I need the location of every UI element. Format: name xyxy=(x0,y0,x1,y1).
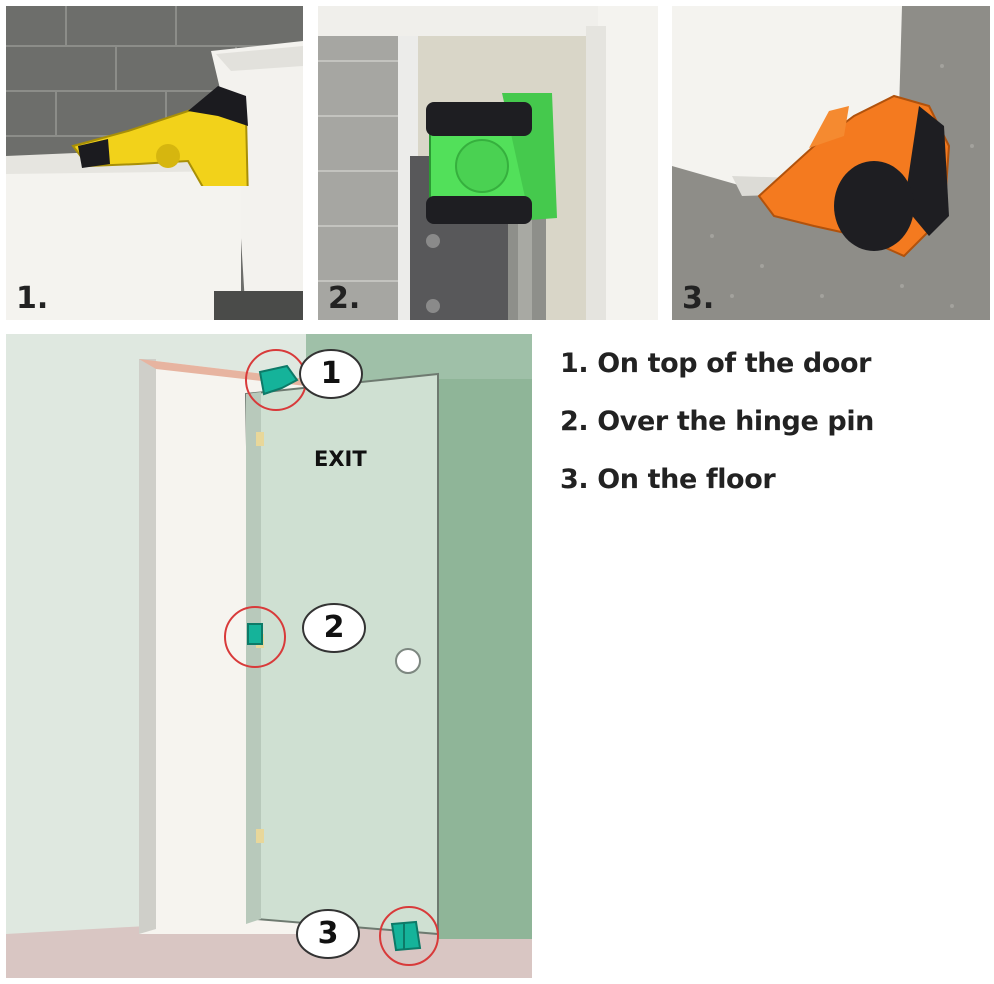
callout-bubble-2 xyxy=(302,603,366,653)
instruction-list: 1. On top of the door 2. Over the hinge … xyxy=(560,344,874,518)
highlight-ring xyxy=(379,906,439,966)
callout-number: 1 xyxy=(320,356,342,391)
photo-label: 1. xyxy=(16,281,49,316)
callout-bubble-3 xyxy=(296,909,360,959)
stopper-top-icon xyxy=(245,349,307,411)
callout-number: 3 xyxy=(317,916,339,951)
stopper-body xyxy=(71,99,249,186)
photo-label: 3. xyxy=(682,281,715,316)
instruction-item: 1. On top of the door xyxy=(560,348,872,379)
photo-top-of-door: 1. xyxy=(6,6,303,320)
callout-number: 2 xyxy=(323,610,345,645)
instruction-item: 3. On the floor xyxy=(560,464,776,495)
green-hinge-stop-icon xyxy=(426,93,557,224)
stopper-hinge-icon xyxy=(224,606,286,668)
photo-label: 2. xyxy=(328,281,361,316)
instruction-item: 2. Over the hinge pin xyxy=(560,406,875,437)
highlight-ring xyxy=(224,606,286,668)
callout-bubble-1 xyxy=(299,349,363,399)
yellow-door-stop-icon xyxy=(71,86,249,186)
photo-hinge-pin: 2. xyxy=(318,6,658,320)
stopper-floor-icon xyxy=(379,906,439,966)
exit-sign: EXIT xyxy=(314,447,367,471)
photo-on-floor: 3. xyxy=(672,6,990,320)
orange-floor-stop-icon xyxy=(757,94,951,258)
door-diagram: 1 2 3 xyxy=(6,334,532,978)
